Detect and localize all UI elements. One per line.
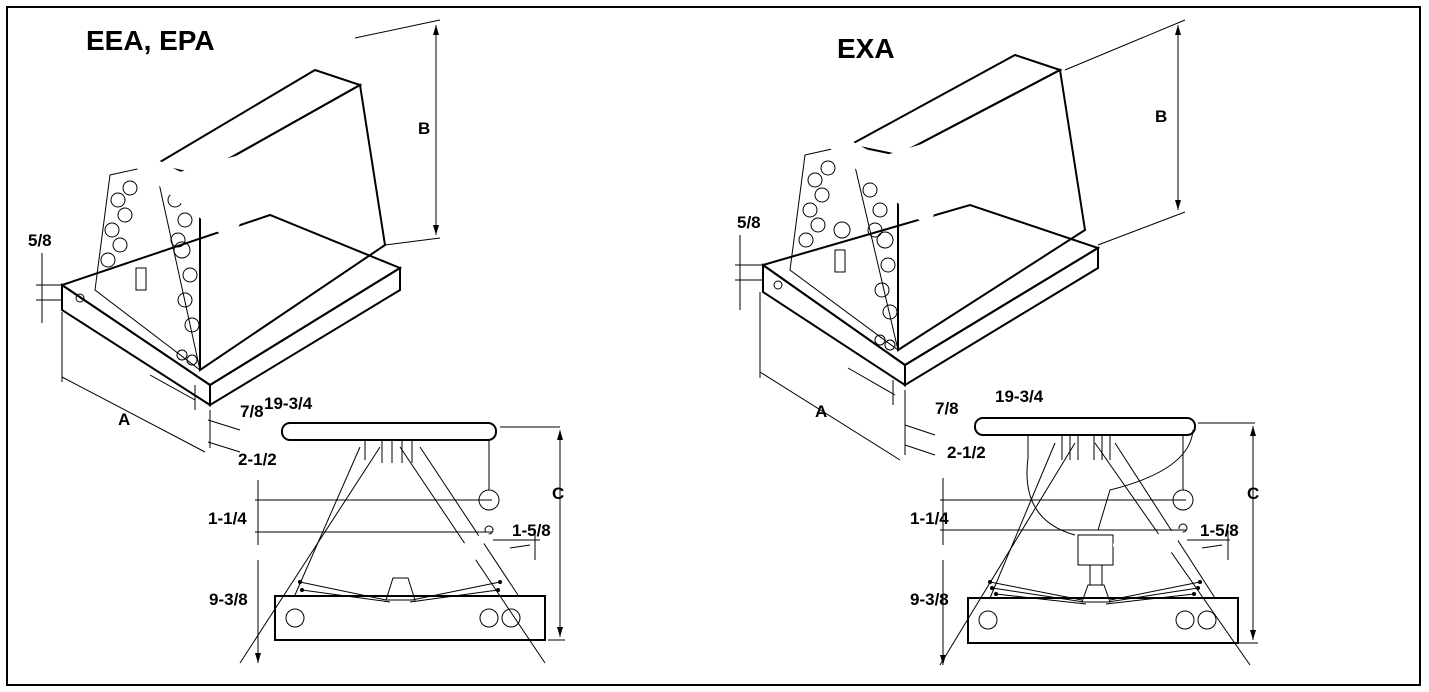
right-coil-illustration: [760, 53, 1101, 387]
right-dim-7-8: 7/8: [935, 399, 959, 418]
left-unit: EEA, EPA: [28, 19, 565, 664]
drawing-frame: [6, 6, 1421, 686]
left-dim-2-1-2: 2-1/2: [238, 450, 277, 469]
right-unit: EXA B: [735, 19, 1259, 666]
left-coil-illustration: [59, 68, 403, 407]
right-title: EXA: [837, 33, 895, 64]
left-dim-19-3-4: 19-3/4: [264, 394, 313, 413]
right-dim-A: A: [815, 402, 827, 421]
right-dim-9-3-8: 9-3/8: [910, 590, 949, 609]
right-dim-19-3-4: 19-3/4: [995, 387, 1044, 406]
left-dim-C: C: [552, 484, 564, 503]
left-dim-B: B: [418, 119, 430, 138]
right-dim-1-1-4: 1-1/4: [910, 509, 949, 528]
right-dim-1-5-8: 1-5/8: [1200, 521, 1239, 540]
left-front-view: [239, 422, 546, 664]
left-dim-A: A: [118, 410, 130, 429]
left-dim-1-1-4: 1-1/4: [208, 509, 247, 528]
right-dim-5-8: 5/8: [737, 213, 761, 232]
right-dim-2-1-2: 2-1/2: [947, 443, 986, 462]
left-dim-9-3-8: 9-3/8: [209, 590, 248, 609]
right-dim-C: C: [1247, 484, 1259, 503]
left-title: EEA, EPA: [86, 25, 215, 56]
left-dim-5-8: 5/8: [28, 231, 52, 250]
left-dim-7-8: 7/8: [240, 402, 264, 421]
right-front-view: [939, 417, 1251, 666]
right-dim-B: B: [1155, 107, 1167, 126]
left-dim-1-5-8: 1-5/8: [512, 521, 551, 540]
